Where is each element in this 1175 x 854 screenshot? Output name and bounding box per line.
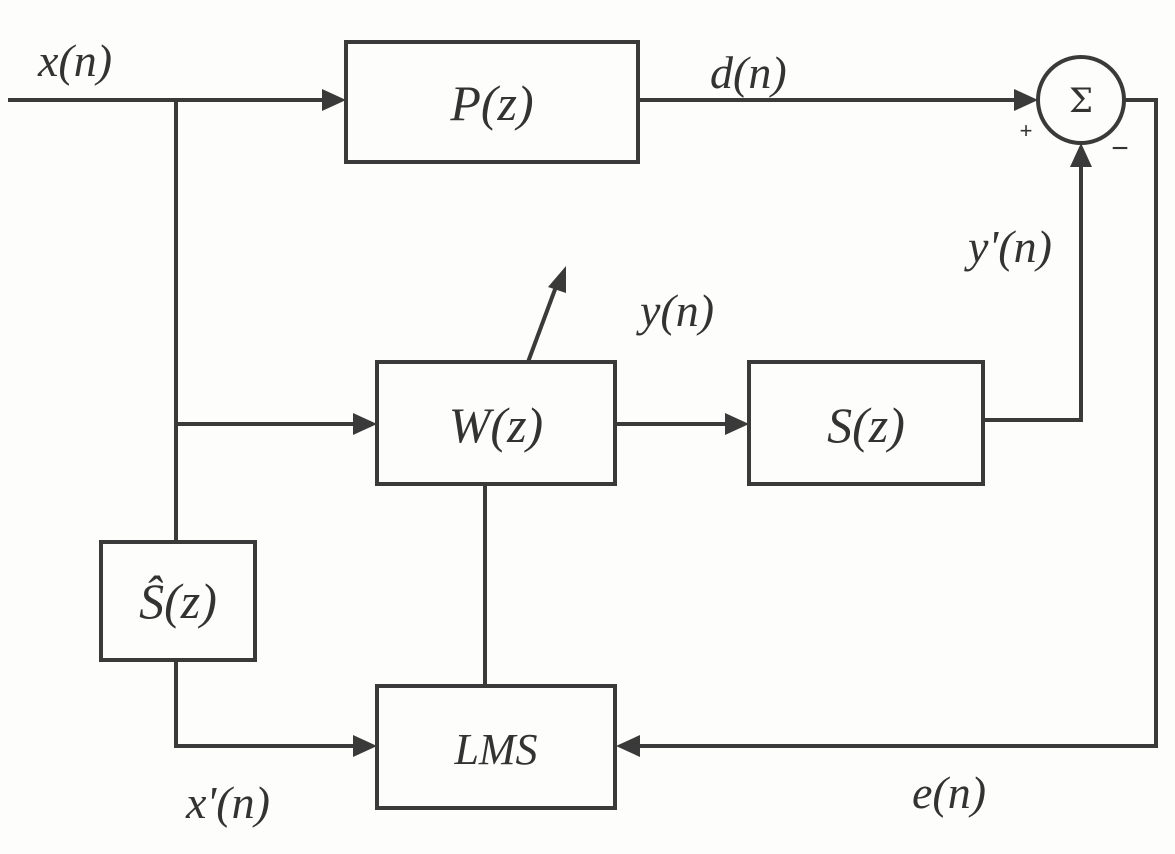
w-label: W(z) <box>449 397 543 453</box>
adaptive-arrow-head <box>548 266 566 293</box>
error-line <box>632 98 1158 748</box>
y-label: y(n) <box>636 285 714 336</box>
adaptive-arrow-line <box>526 283 559 363</box>
xprime-line <box>174 660 361 748</box>
arrow-to-summer-minus <box>1070 143 1092 167</box>
arrow-to-summer-plus <box>1014 89 1038 111</box>
arrow-to-w <box>353 413 377 435</box>
s-label: S(z) <box>827 397 905 453</box>
shat-label: Ŝ(z) <box>139 573 217 629</box>
plus-sign: + <box>1020 118 1033 143</box>
minus-sign: − <box>1111 132 1129 165</box>
yprime-label: y'(n) <box>964 221 1052 272</box>
arrow-to-s <box>725 413 749 435</box>
lms-label: LMS <box>453 725 537 774</box>
lms-block <box>375 684 617 810</box>
arrow-to-lms-error <box>616 735 640 757</box>
arrow-to-lms-xprime <box>353 735 377 757</box>
arrow-to-p <box>322 89 346 111</box>
d-label: d(n) <box>710 47 787 98</box>
e-label: e(n) <box>912 767 986 818</box>
yprime-line <box>983 160 1083 422</box>
xprime-label: x'(n) <box>185 777 270 828</box>
sigma-symbol: Σ <box>1069 81 1093 121</box>
s-block <box>747 360 985 486</box>
x-label: x(n) <box>37 35 112 86</box>
p-label: P(z) <box>449 75 533 131</box>
